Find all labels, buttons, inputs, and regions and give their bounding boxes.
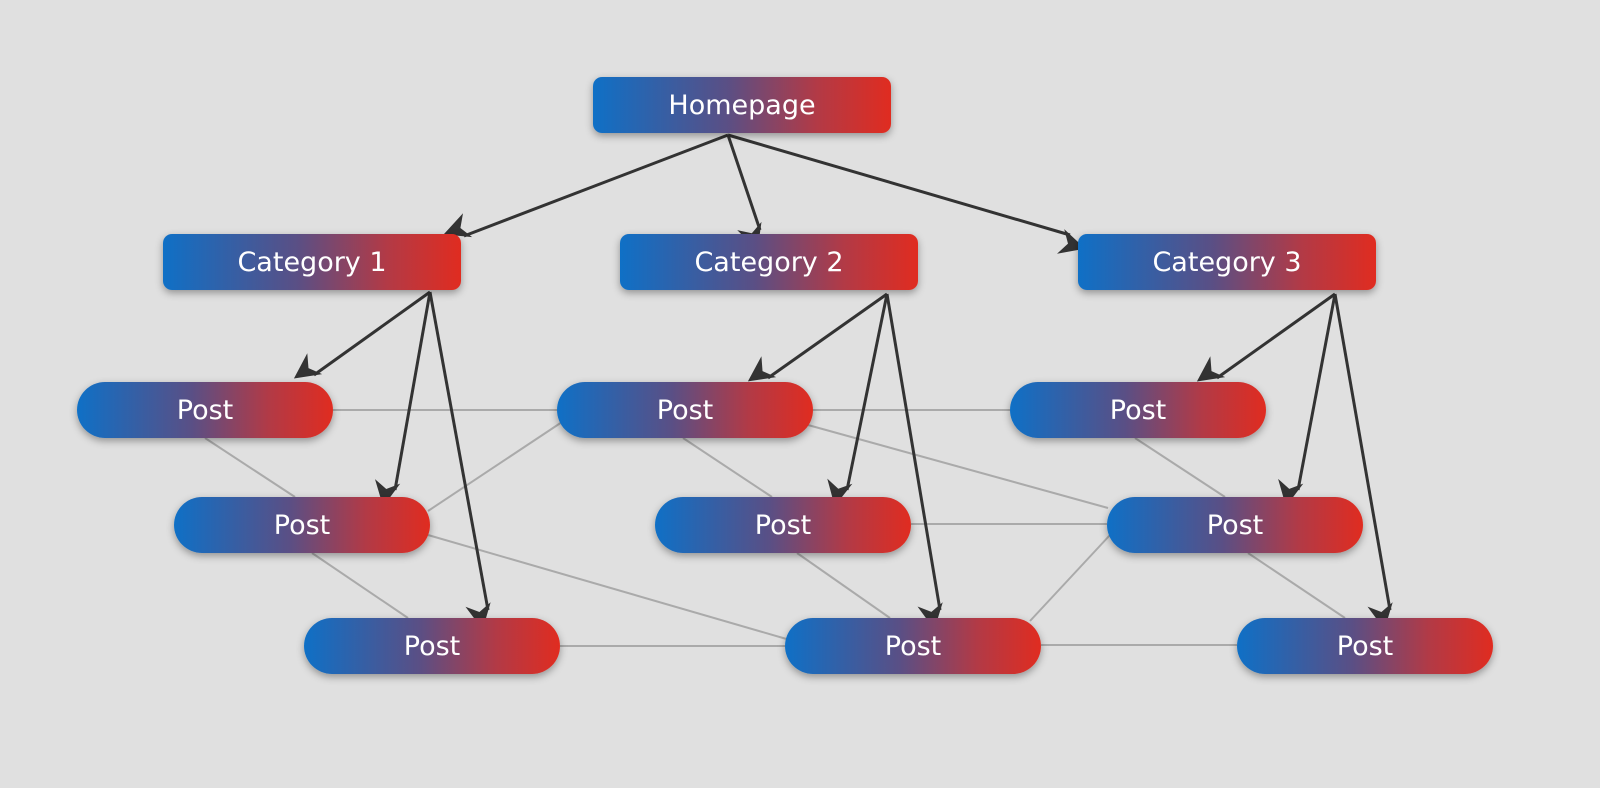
node-category-3: Category 3 <box>1078 234 1376 290</box>
link-p1-p4 <box>204 437 296 498</box>
node-post: Post <box>655 497 911 553</box>
link-p6-p9 <box>1247 552 1346 619</box>
link-p5-p8 <box>796 552 891 619</box>
node-post: Post <box>77 382 333 438</box>
link-p6-p8 <box>1029 534 1111 622</box>
link-p2-p4 <box>427 421 563 512</box>
arrow-cat3-p9 <box>1333 293 1393 630</box>
link-p2-p5 <box>682 437 773 498</box>
arrow-cat3-p3 <box>1196 292 1336 382</box>
node-category-1: Category 1 <box>163 234 461 290</box>
node-post: Post <box>785 618 1041 674</box>
arrow-cat3-p6 <box>1278 293 1337 507</box>
node-post: Post <box>1237 618 1493 674</box>
arrow-home-cat1 <box>443 133 729 238</box>
node-post: Post <box>1107 497 1363 553</box>
arrow-home-cat3 <box>727 133 1086 254</box>
node-post: Post <box>174 497 430 553</box>
node-post: Post <box>1010 382 1266 438</box>
arrow-cat2-p5 <box>827 293 889 507</box>
arrow-cat1-p4 <box>374 291 432 507</box>
node-homepage: Homepage <box>593 77 891 133</box>
node-post: Post <box>557 382 813 438</box>
node-post: Post <box>304 618 560 674</box>
arrow-cat1-p1 <box>293 290 431 379</box>
arrow-cat1-p7 <box>428 291 491 630</box>
link-p3-p6 <box>1134 437 1226 498</box>
node-category-2: Category 2 <box>620 234 918 290</box>
link-p4-p8 <box>427 534 791 641</box>
arrow-cat2-p8 <box>885 293 943 630</box>
arrow-home-cat2 <box>726 134 762 251</box>
link-p4-p7 <box>311 552 409 619</box>
arrow-cat2-p2 <box>747 292 888 382</box>
